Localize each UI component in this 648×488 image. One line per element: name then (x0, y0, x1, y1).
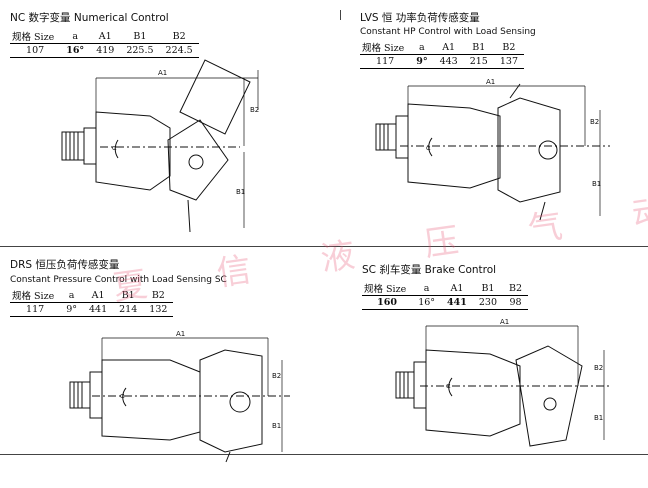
bottom-divider (0, 454, 648, 455)
sc-value-row: 160 16° 441 230 98 (362, 295, 529, 310)
sc-a1-label: A1 (500, 318, 509, 326)
nc-spec-table: 规格 Size a A1 B1 B2 107 16° 419 225.5 224… (10, 29, 199, 58)
drs-header-a1: A1 (83, 288, 114, 303)
nc-header-a: a (60, 29, 91, 44)
nc-header-a1: A1 (90, 29, 121, 44)
lvs-header-a: a (410, 40, 434, 55)
sc-header-b2: B2 (503, 281, 529, 296)
nc-a1-label: A1 (158, 69, 167, 77)
lvs-value-a1: 443 (433, 54, 464, 69)
drs-spec-table: 规格 Size a A1 B1 B2 117 9° 441 214 132 (10, 288, 174, 317)
sc-b1-label: B1 (594, 414, 603, 422)
lvs-header-b1: B1 (463, 40, 494, 55)
sc-value-a1: 441 (441, 295, 473, 310)
drs-header-b2: B2 (143, 288, 174, 303)
nc-value-b2: 224.5 (159, 43, 199, 58)
sc-spec-table: 规格 Size a A1 B1 B2 160 16° 441 230 98 (362, 281, 529, 310)
drs-pump-drawing (69, 337, 290, 463)
drs-value-a: 9° (60, 302, 83, 317)
lvs-b1-label: B1 (592, 180, 601, 188)
lvs-header-row: 规格 Size a A1 B1 B2 (360, 40, 524, 55)
drs-header-size: 规格 Size (10, 288, 61, 303)
sc-header-row: 规格 Size a A1 B1 B2 (362, 281, 529, 296)
sc-pump-drawing (395, 325, 612, 447)
lvs-b2-label: B2 (590, 118, 599, 126)
lvs-panel: LVS 恒 功率负荷传感变量 Constant HP Control with … (360, 10, 536, 69)
sc-title: SC 刹车变量 Brake Control (362, 264, 497, 276)
lvs-spec-table: 规格 Size a A1 B1 B2 117 9° 443 215 137 (360, 40, 524, 69)
nc-panel: NC 数字变量 Numerical Control 规格 Size a A1 B… (10, 10, 199, 58)
drs-b1-label: B1 (272, 422, 281, 430)
nc-pump-drawing (61, 59, 259, 233)
nc-b2-label: B2 (250, 106, 259, 114)
sc-header-size: 规格 Size (362, 281, 413, 296)
sc-value-b1: 230 (472, 295, 504, 310)
horizontal-divider (0, 246, 648, 247)
lvs-header-b2: B2 (493, 40, 524, 55)
sc-header-a1: A1 (441, 281, 473, 296)
sc-panel: SC 刹车变量 Brake Control 规格 Size a A1 B1 B2… (362, 262, 529, 310)
nc-header-row: 规格 Size a A1 B1 B2 (10, 29, 199, 44)
nc-value-size: 107 (10, 43, 61, 58)
nc-b1-label: B1 (236, 188, 245, 196)
vertical-divider-stub (340, 10, 341, 20)
drs-header-a: a (60, 288, 83, 303)
sc-alpha-label: α (446, 382, 451, 390)
sc-header-a: a (412, 281, 442, 296)
sc-value-size: 160 (362, 295, 413, 310)
lvs-alpha-label: α (426, 144, 431, 152)
lvs-a1-label: A1 (486, 78, 495, 86)
drs-value-size: 117 (10, 302, 61, 317)
sc-value-a: 16° (412, 295, 442, 310)
sc-b2-label: B2 (594, 364, 603, 372)
nc-value-b1: 225.5 (120, 43, 160, 58)
nc-header-b1: B1 (120, 29, 160, 44)
drs-value-b2: 132 (143, 302, 174, 317)
lvs-value-size: 117 (360, 54, 411, 69)
lvs-value-row: 117 9° 443 215 137 (360, 54, 524, 69)
drs-value-row: 117 9° 441 214 132 (10, 302, 174, 317)
sc-value-b2: 98 (503, 295, 529, 310)
lvs-header-size: 规格 Size (360, 40, 411, 55)
lvs-header-a1: A1 (433, 40, 464, 55)
lvs-value-b2: 137 (493, 54, 524, 69)
drs-title: DRS 恒压负荷传感变量 (10, 259, 120, 271)
drs-header-row: 规格 Size a A1 B1 B2 (10, 288, 174, 303)
drs-value-b1: 214 (113, 302, 144, 317)
lvs-value-b1: 215 (463, 54, 494, 69)
nc-header-b2: B2 (159, 29, 199, 44)
drs-value-a1: 441 (83, 302, 114, 317)
lvs-pump-drawing (375, 83, 610, 221)
drs-alpha-label: α (120, 392, 125, 400)
nc-value-a1: 419 (90, 43, 121, 58)
sc-header-b1: B1 (472, 281, 504, 296)
drs-a1-label: A1 (176, 330, 185, 338)
nc-value-a: 16° (60, 43, 91, 58)
lvs-value-a: 9° (410, 54, 434, 69)
drs-header-b1: B1 (113, 288, 144, 303)
drs-panel: DRS 恒压负荷传感变量 Constant Pressure Control w… (10, 257, 227, 317)
drs-b2-label: B2 (272, 372, 281, 380)
lvs-title: LVS 恒 功率负荷传感变量 (360, 12, 480, 24)
nc-value-row: 107 16° 419 225.5 224.5 (10, 43, 199, 58)
lvs-subtitle: Constant HP Control with Load Sensing (360, 27, 536, 37)
drs-subtitle: Constant Pressure Control with Load Sens… (10, 275, 227, 285)
nc-title: NC 数字变量 Numerical Control (10, 12, 169, 24)
nc-alpha-label: α (112, 144, 117, 152)
nc-header-size: 规格 Size (10, 29, 61, 44)
